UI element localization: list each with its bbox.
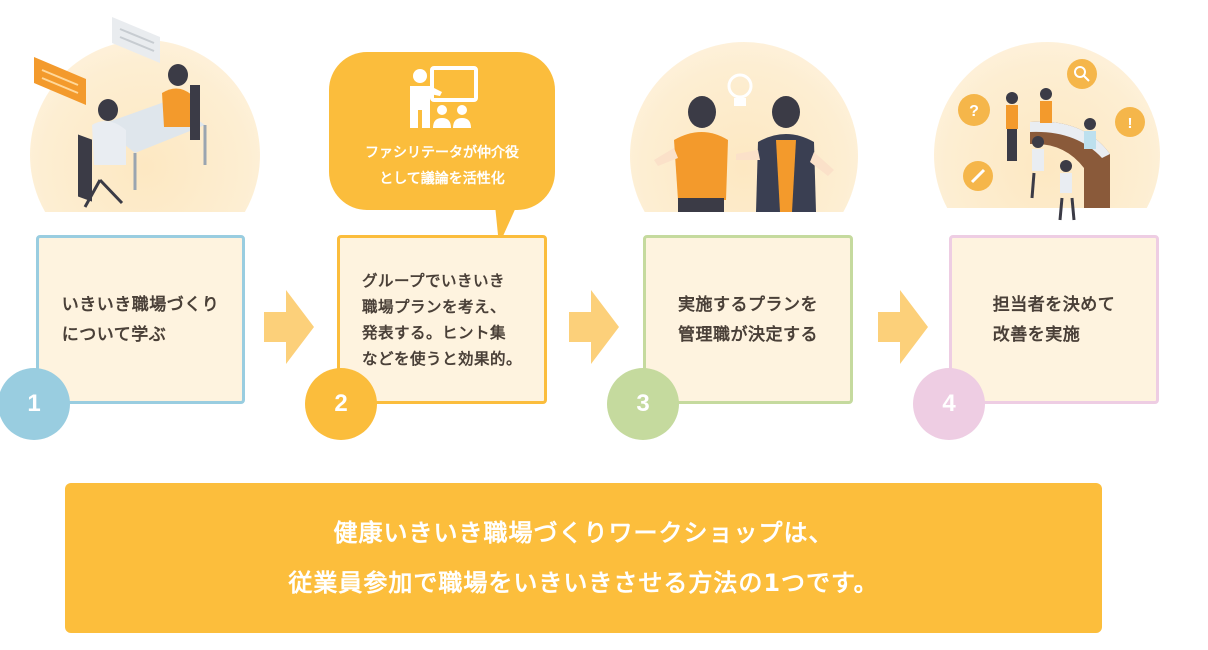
facilitator-callout bbox=[329, 52, 555, 210]
step-2-number: 2 bbox=[305, 368, 377, 440]
step-3-box: 実施するプランを 管理職が決定する bbox=[643, 235, 853, 404]
summary-banner: 健康いきいき職場づくりワークショップは、 従業員参加で職場をいきいきさせる方法の… bbox=[65, 483, 1102, 633]
illustration-1-classroom bbox=[34, 17, 207, 208]
step-1-number: 1 bbox=[0, 368, 70, 440]
step-4-text: 担当者を決めて 改善を実施 bbox=[992, 294, 1116, 345]
step-1-text: いきいき職場づくり について学ぶ bbox=[61, 294, 220, 345]
summary-line-1: 健康いきいき職場づくりワークショップは、 bbox=[333, 519, 834, 547]
illustration-3-background bbox=[630, 42, 858, 212]
arrow-right-icon bbox=[264, 290, 314, 364]
callout-text: ファシリテータが仲介役 として議論を活性化 bbox=[365, 145, 519, 187]
svg-text:?: ? bbox=[969, 103, 979, 120]
step-4-number: 4 bbox=[913, 368, 985, 440]
illustration-4-team: ? ! bbox=[958, 59, 1145, 221]
arrow-right-icon bbox=[878, 290, 928, 364]
svg-text:!: ! bbox=[1128, 115, 1133, 132]
presenter-icon bbox=[410, 66, 478, 128]
step-2-box: グループでいきいき 職場プランを考え、 発表する。ヒント集 などを使うと効果的。 bbox=[337, 235, 547, 404]
illustration-3-discussion bbox=[654, 73, 834, 212]
summary-line-2: 従業員参加で職場をいきいきさせる方法の1つです。 bbox=[288, 569, 879, 597]
step-2-text: グループでいきいき 職場プランを考え、 発表する。ヒント集 などを使うと効果的。 bbox=[361, 271, 522, 368]
step-3-text: 実施するプランを 管理職が決定する bbox=[678, 294, 818, 345]
step-1-box: いきいき職場づくり について学ぶ bbox=[36, 235, 245, 404]
step-4-box: 担当者を決めて 改善を実施 bbox=[949, 235, 1159, 404]
step-3-number: 3 bbox=[607, 368, 679, 440]
arrow-right-icon bbox=[569, 290, 619, 364]
